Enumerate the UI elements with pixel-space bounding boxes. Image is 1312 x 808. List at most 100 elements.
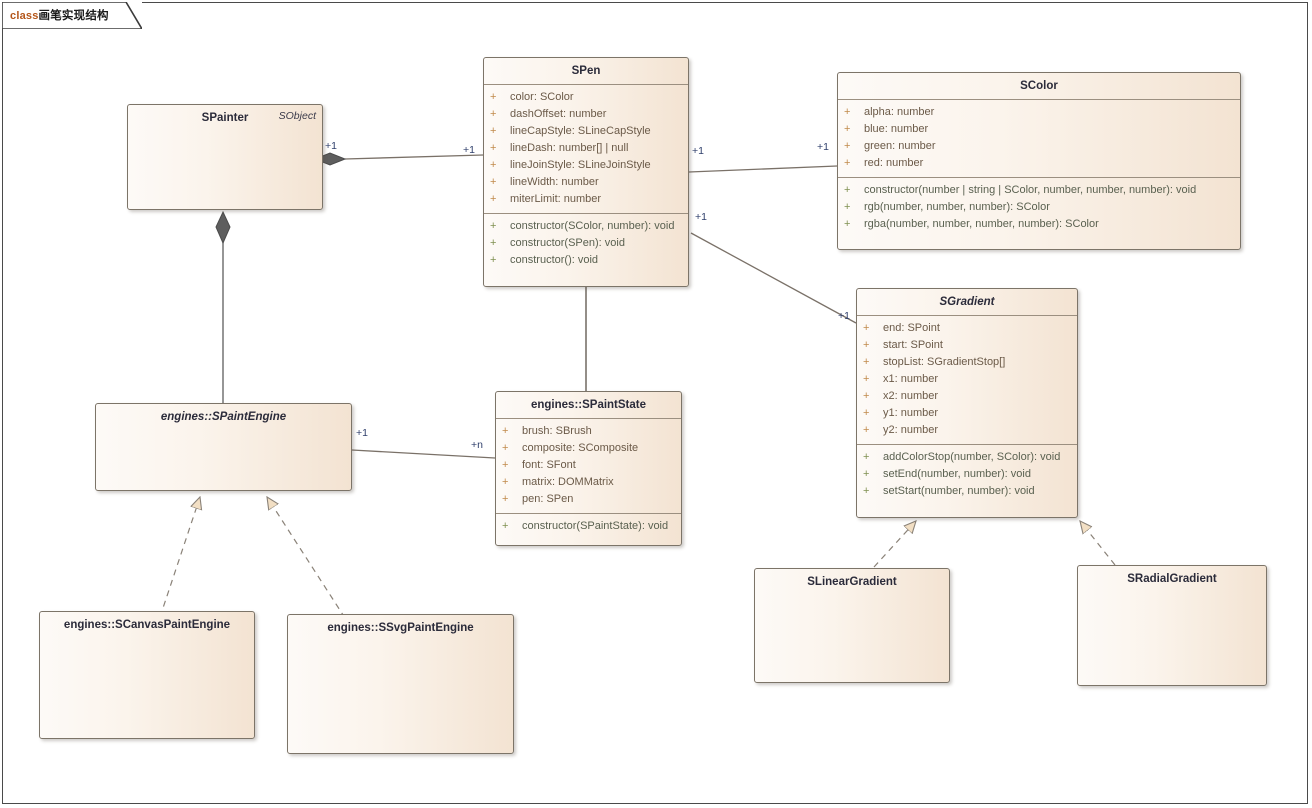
member-signature: rgba(number, number, number, number): SC… (864, 218, 1099, 230)
member-signature: matrix: DOMMatrix (522, 476, 614, 488)
visibility-marker: + (863, 339, 870, 351)
class-box-spaintengine[interactable]: engines::SPaintEngine (95, 403, 352, 491)
visibility-marker: + (502, 442, 509, 454)
class-box-ssvgpaintengine[interactable]: engines::SSvgPaintEngine (287, 614, 514, 754)
visibility-marker: + (490, 220, 497, 232)
member-row: + lineJoinStyle: SLineJoinStyle (484, 157, 688, 174)
operation-list-scolor: + constructor(number | string | SColor, n… (838, 178, 1240, 238)
divider (496, 418, 681, 419)
member-row: + setEnd(number, number): void (857, 466, 1077, 483)
member-row: + setStart(number, number): void (857, 483, 1077, 500)
visibility-marker: + (863, 356, 870, 368)
member-row: +x2: number (857, 388, 1077, 405)
class-name-scolor: SColor (1020, 80, 1058, 92)
visibility-marker: + (490, 108, 497, 120)
visibility-marker: + (863, 407, 870, 419)
member-signature: green: number (864, 140, 936, 152)
member-row: +end: SPoint (857, 320, 1077, 337)
member-row: + red: number (838, 155, 1240, 172)
class-box-sgradient[interactable]: SGradient +end: SPoint +start: SPoint +s… (856, 288, 1078, 518)
visibility-marker: + (844, 218, 851, 230)
visibility-marker: + (490, 193, 497, 205)
visibility-marker: + (863, 468, 870, 480)
operation-list-sgradient: + addColorStop(number, SColor): void + set… (857, 445, 1077, 505)
divider (496, 513, 681, 514)
class-box-scanvaspaintengine[interactable]: engines::SCanvasPaintEngine (39, 611, 255, 739)
member-row: + y1: number (857, 405, 1077, 422)
divider (838, 177, 1240, 178)
attribute-list-scolor: +alpha: number +blue: number +green: num… (838, 100, 1240, 177)
class-name-spainter: SObject SPainter (128, 105, 322, 131)
visibility-marker: + (490, 254, 497, 266)
member-row: +pen: SPen (496, 491, 681, 508)
class-box-spen[interactable]: SPen + color: SColor + dashOffset: number … (483, 57, 689, 287)
member-signature: pen: SPen (522, 493, 574, 505)
attribute-list-sgradient: +end: SPoint +start: SPoint +stopList: S… (857, 316, 1077, 444)
class-box-sradialgradient[interactable]: SRadialGradient (1077, 565, 1267, 686)
visibility-marker: + (490, 159, 497, 171)
member-signature: lineWidth: number (510, 176, 599, 188)
visibility-marker: + (863, 485, 870, 497)
member-row: +x1: number (857, 371, 1077, 388)
visibility-marker: + (863, 373, 870, 385)
class-box-spaintstate[interactable]: engines::SPaintState +brush: SBrush +com… (495, 391, 682, 546)
member-signature: y1: number (883, 407, 939, 419)
member-signature: constructor(SColor, number): void (510, 220, 675, 232)
visibility-marker: + (490, 142, 497, 154)
member-signature: lineDash: number[] | null (510, 142, 629, 154)
visibility-marker: + (844, 106, 851, 118)
member-row: + color: SColor (484, 89, 688, 106)
attribute-list-spen: + color: SColor + dashOffset: number + line… (484, 85, 688, 213)
diagram-title-text: 画笔实现结构 (38, 10, 109, 22)
member-signature: alpha: number (864, 106, 935, 118)
member-row: + stopList: SGradientStop[] (857, 354, 1077, 371)
visibility-marker: + (502, 476, 509, 488)
multiplicity-painter-pen-source: +1 (325, 140, 337, 152)
member-row: +constructor(SPen): void (484, 235, 688, 252)
member-row: + rgba(number, number, number, number): S… (838, 216, 1240, 233)
visibility-marker: + (490, 91, 497, 103)
divider (857, 444, 1077, 445)
multiplicity-engine-state-source: +1 (356, 427, 368, 439)
member-signature: constructor(): void (510, 254, 599, 266)
member-row: +y2: number (857, 422, 1077, 439)
divider (484, 84, 688, 85)
member-row: +rgb(number, number, number): SColor (838, 199, 1240, 216)
class-box-scolor[interactable]: SColor +alpha: number +blue: number +gre… (837, 72, 1241, 250)
member-signature: constructor(number | string | SColor, nu… (864, 184, 1197, 196)
visibility-marker: + (490, 237, 497, 249)
member-row: +miterLimit: number (484, 191, 688, 208)
member-row: +green: number (838, 138, 1240, 155)
member-signature: setEnd(number, number): void (883, 468, 1031, 480)
diagram-title: class画笔实现结构 (10, 7, 109, 23)
visibility-marker: + (844, 184, 851, 196)
class-box-spainter[interactable]: SObject SPainter (127, 104, 323, 210)
member-row: + lineDash: number[] | null (484, 140, 688, 157)
member-signature: color: SColor (510, 91, 574, 103)
member-row: +blue: number (838, 121, 1240, 138)
member-row: + constructor(SColor, number): void (484, 218, 688, 235)
member-signature: x2: number (883, 390, 939, 402)
visibility-marker: + (844, 157, 851, 169)
member-row: + alpha: number (838, 104, 1240, 121)
member-signature: dashOffset: number (510, 108, 607, 120)
member-signature: stopList: SGradientStop[] (883, 356, 1006, 368)
member-signature: lineJoinStyle: SLineJoinStyle (510, 159, 651, 171)
visibility-marker: + (502, 425, 509, 437)
class-box-slineargradient[interactable]: SLinearGradient (754, 568, 950, 683)
divider (838, 99, 1240, 100)
class-stereotype-spainter: SObject (278, 110, 316, 122)
member-row: + constructor(): void (484, 252, 688, 269)
member-signature: red: number (864, 157, 924, 169)
member-row: +composite: SComposite (496, 440, 681, 457)
multiplicity-engine-state-target: +n (471, 439, 483, 451)
member-signature: setStart(number, number): void (883, 485, 1035, 497)
member-signature: addColorStop(number, SColor): void (883, 451, 1061, 463)
diagram-title-keyword: class (10, 10, 39, 22)
visibility-marker: + (490, 176, 497, 188)
visibility-marker: + (863, 451, 870, 463)
member-signature: y2: number (883, 424, 939, 436)
class-name-slineargradient: SLinearGradient (807, 576, 897, 588)
class-name-spen: SPen (571, 65, 601, 77)
